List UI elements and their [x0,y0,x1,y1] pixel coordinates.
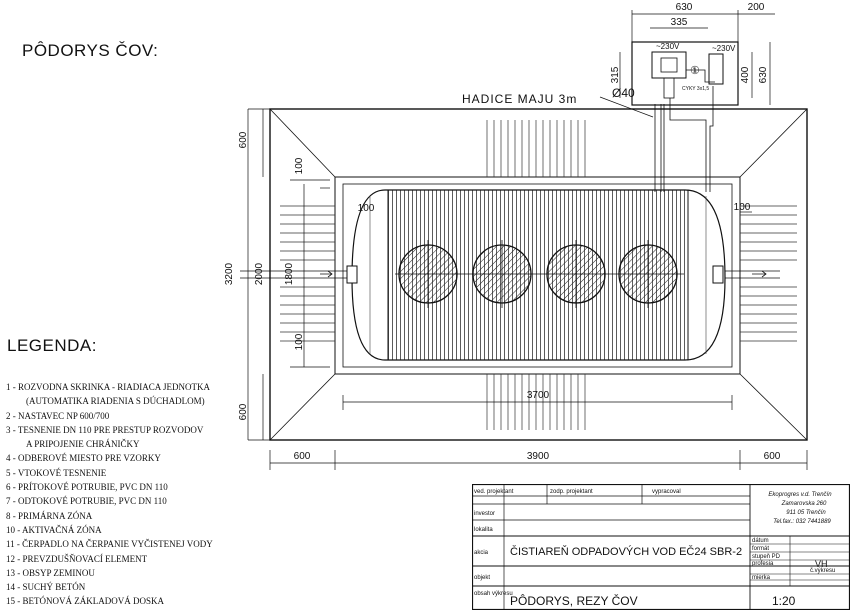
legend-item: 4 - ODBEROVÉ MIESTO PRE VZORKY [6,453,161,464]
tb-profession: VH [815,559,828,569]
control-cabinet [599,41,739,192]
tb-scale: 1:20 [772,594,796,608]
slope-hatching [280,120,797,430]
dim-left-3200: 3200 [224,262,235,285]
pipe-diameter-label: Ø40 [612,86,635,100]
dim-left-600-top: 600 [238,131,249,148]
dim-left-600-bottom: 600 [238,403,249,420]
foundation-outline [269,108,808,441]
legend-item: 5 - VTOKOVÉ TESNENIE [6,467,107,478]
tb-investor: investor [474,511,495,517]
pipes [240,265,780,284]
legend-item: 7 - ODTOKOVÉ POTRUBIE, PVC DN 110 [6,496,167,507]
voltage-label-1: ~230V [656,42,680,51]
tb-prepared: vypracoval [652,489,681,495]
manhole-circles [395,240,684,308]
dimension-lines [247,10,808,470]
tb-city: 911 05 Trenčín [786,510,826,516]
tb-street: Zamarovska 260 [781,501,827,507]
dim-bottom-3900: 3900 [527,451,550,462]
legend-item: 11 - ČERPADLO NA ČERPANIE VYČISTENEJ VOD… [6,539,213,550]
legend-item: 8 - PRIMÁRNA ZÓNA [6,510,93,521]
tb-company: Ekoprogres v.d. Trenčín [768,492,832,498]
dim-inner-100-c: 100 [358,203,375,214]
dim-side-315: 315 [610,66,621,83]
tb-project-label: akcia [474,550,489,556]
voltage-label-2: ~230V [712,44,736,53]
dim-inner-100-d: 100 [734,202,751,213]
tb-date-label: dátum [752,538,769,544]
legend-item: 14 - SUCHÝ BETÓN [6,582,86,593]
legend-item: A PRIPOJENIE CHRÁNIČKY [26,439,140,450]
dim-top-200: 200 [748,2,765,13]
tb-content: PÔDORYS, REZY ČOV [510,593,638,608]
legend-item: 15 - BETÓNOVÁ ZÁKLADOVÁ DOSKA [6,596,164,607]
tb-format-label: formát [752,546,769,552]
legend-list: 1 - ROZVODNA SKRINKA - RIADIACA JEDNOTKA… [6,380,213,609]
legend-item: 13 - OBSYP ZEMINOU [6,567,95,578]
tb-project-name: ČISTIAREŇ ODPADOVÝCH VOD EČ24 SBR-2 [510,545,742,558]
tb-stage-label: stupeň PD [752,554,781,560]
hose-label: HADICE MAJU 3m [462,92,577,106]
tb-profession-label: profesia [752,561,774,567]
title-block: ved. projektant zodp. projektant vypraco… [472,484,850,610]
dim-top-335: 335 [671,17,688,28]
tb-drawing-no-label: č.výkresu [810,568,835,574]
legend-item: 10 - AKTIVAČNÁ ZÓNA [6,524,102,535]
dim-side-630: 630 [758,66,769,83]
legend-item: 3 - TESNENIE DN 110 PRE PRESTUP ROZVODOV [6,424,204,435]
legend-item: 2 - NASTAVEC NP 600/700 [6,410,110,421]
dim-inner-3700: 3700 [527,390,550,401]
drawing-title: PÔDORYS ČOV: [22,41,159,60]
dim-left-2000: 2000 [254,262,265,285]
dim-inner-100-b: 100 [294,333,305,350]
legend-item: 6 - PRÍTOKOVÉ POTRUBIE, PVC DN 110 [6,482,168,493]
marker-1: ① [690,65,700,77]
tb-object: objekt [474,575,490,581]
tb-content-label: obsah výkresu [474,591,513,597]
tb-phone: Tel.fax.: 032 7441889 [773,519,831,525]
dim-left-1800: 1800 [284,262,295,285]
legend-title: LEGENDA: [7,336,97,355]
cable-label: CYKY 3x1,5 [682,86,709,92]
tb-resp-designer: zodp. projektant [550,489,593,495]
legend-item: 1 - ROZVODNA SKRINKA - RIADIACA JEDNOTKA [6,382,210,392]
dim-bottom-600-left: 600 [294,451,311,462]
legend-item: 12 - PREVZDUŠŇOVACÍ ELEMENT [6,553,148,564]
dim-top-630: 630 [676,2,693,13]
tb-measure-label: mierka [752,575,771,581]
dim-side-400: 400 [740,66,751,83]
legend-item: (AUTOMATIKA RIADENIA S DÚCHADLOM) [26,396,205,407]
dim-bottom-600-right: 600 [764,451,781,462]
tb-location: lokalita [474,527,493,533]
dim-inner-100-a: 100 [294,157,305,174]
tb-lead-designer: ved. projektant [474,489,514,495]
